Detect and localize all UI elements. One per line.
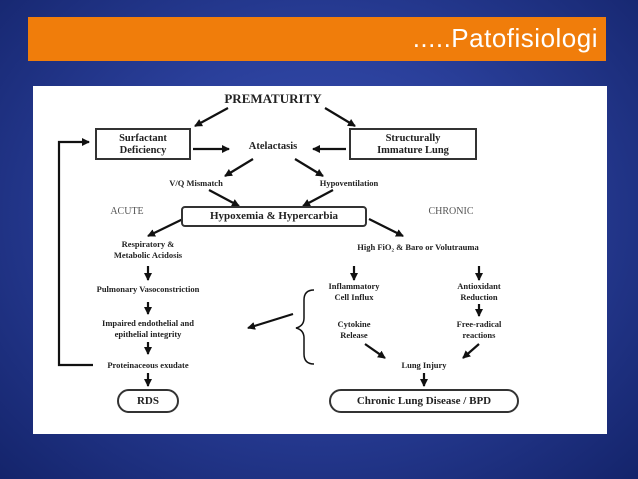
- diagram-panel: PREMATURITY Surfactant Deficiency Struct…: [33, 86, 607, 434]
- surfactant-line2: Deficiency: [119, 145, 167, 156]
- high-fio2-label: High FiO₂ & Baro or Volutrauma: [357, 242, 479, 252]
- antioxidant-line2: Reduction: [460, 292, 498, 302]
- arrow-hypoventilation-to-hypoxemia: [302, 189, 334, 207]
- hypoventilation-label: Hypoventilation: [319, 178, 379, 188]
- cytokine-line1: Cytokine: [337, 319, 371, 329]
- brace: [295, 289, 315, 365]
- diagram-arrows: [57, 107, 483, 387]
- arrow-atelactasis-to-hypoventilation: [294, 158, 324, 177]
- slide-title: .....Patofisiologi: [412, 23, 598, 53]
- vq-mismatch-label: V/Q Mismatch: [169, 178, 223, 188]
- resp-acidosis-line1: Respiratory &: [121, 239, 175, 249]
- rds-box: RDS: [117, 389, 179, 413]
- atelactasis-label: Atelactasis: [248, 141, 298, 152]
- structural-line1: Structurally: [385, 133, 441, 144]
- surfactant-box: Surfactant Deficiency: [95, 128, 191, 160]
- arrow-atelactasis-to-vq: [224, 158, 254, 177]
- structural-line2: Immature Lung: [377, 145, 449, 156]
- hypoxemia-label: Hypoxemia & Hypercarbia: [209, 210, 339, 222]
- prematurity-label: PREMATURITY: [224, 91, 322, 106]
- structural-box: Structurally Immature Lung: [349, 128, 477, 160]
- lung-injury-label: Lung Injury: [401, 360, 447, 370]
- arrow-prematurity-to-structural: [324, 107, 356, 127]
- inflammatory-line2: Cell Influx: [334, 292, 374, 302]
- cytokine-line2: Release: [340, 330, 368, 340]
- arrow-hypoxemia-to-highfio2: [368, 218, 404, 237]
- chronic-lung-disease-label: Chronic Lung Disease / BPD: [356, 395, 492, 407]
- arrow-freerad-to-lunginjury: [462, 343, 480, 359]
- pulmonary-vasoconstriction-label: Pulmonary Vasoconstriction: [96, 284, 200, 294]
- antioxidant-line1: Antioxidant: [457, 281, 501, 291]
- acute-label: ACUTE: [110, 206, 144, 217]
- chronic-label: CHRONIC: [428, 206, 474, 217]
- rds-label: RDS: [136, 395, 159, 407]
- arrow-vq-to-hypoxemia: [208, 189, 240, 207]
- free-radical-line2: reactions: [462, 330, 496, 340]
- arrow-hypoxemia-to-resp: [147, 218, 184, 237]
- arrow-cytokine-to-lunginjury: [364, 343, 386, 359]
- proteinaceous-exudate-label: Proteinaceous exudate: [107, 360, 189, 370]
- arrow-brace-to-impaired: [247, 312, 294, 330]
- impaired-integrity-line1: Impaired endothelial and: [102, 318, 194, 328]
- hypoxemia-box: Hypoxemia & Hypercarbia: [181, 206, 367, 227]
- surfactant-line1: Surfactant: [119, 133, 167, 144]
- title-bar: .....Patofisiologi: [28, 17, 606, 61]
- inflammatory-line1: Inflammatory: [328, 281, 380, 291]
- chronic-lung-disease-box: Chronic Lung Disease / BPD: [329, 389, 519, 413]
- arrow-prematurity-to-surfactant: [194, 107, 229, 127]
- free-radical-line1: Free-radical: [456, 319, 502, 329]
- resp-acidosis-line2: Metabolic Acidosis: [113, 250, 183, 260]
- impaired-integrity-line2: epithelial integrity: [114, 329, 182, 339]
- feedback-loop-arrow: [57, 138, 93, 367]
